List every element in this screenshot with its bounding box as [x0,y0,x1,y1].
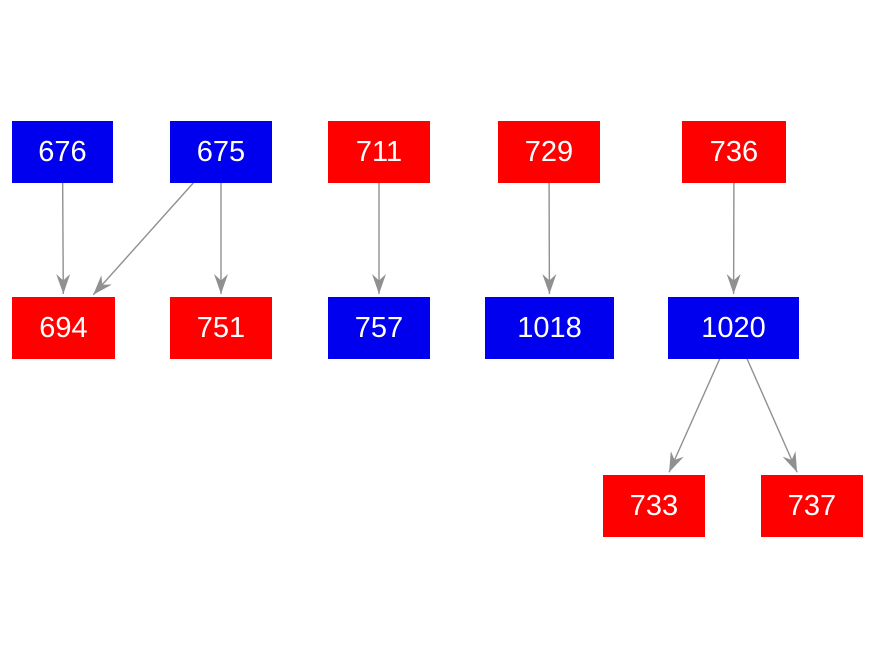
node-675: 675 [170,121,272,183]
node-729: 729 [498,121,600,183]
edge-1020-733 [668,358,721,473]
node-1018: 1018 [485,297,614,359]
node-751: 751 [170,297,272,359]
node-733: 733 [603,475,705,537]
node-1020: 1020 [668,297,799,359]
node-711: 711 [328,121,430,183]
edge-675-694 [92,182,194,296]
node-737: 737 [761,475,863,537]
node-694: 694 [12,297,115,359]
node-757: 757 [328,297,430,359]
edges-group [56,182,798,473]
node-676: 676 [12,121,113,183]
node-736: 736 [682,121,786,183]
edge-1020-737 [746,358,798,473]
edge-676-694 [56,182,71,295]
